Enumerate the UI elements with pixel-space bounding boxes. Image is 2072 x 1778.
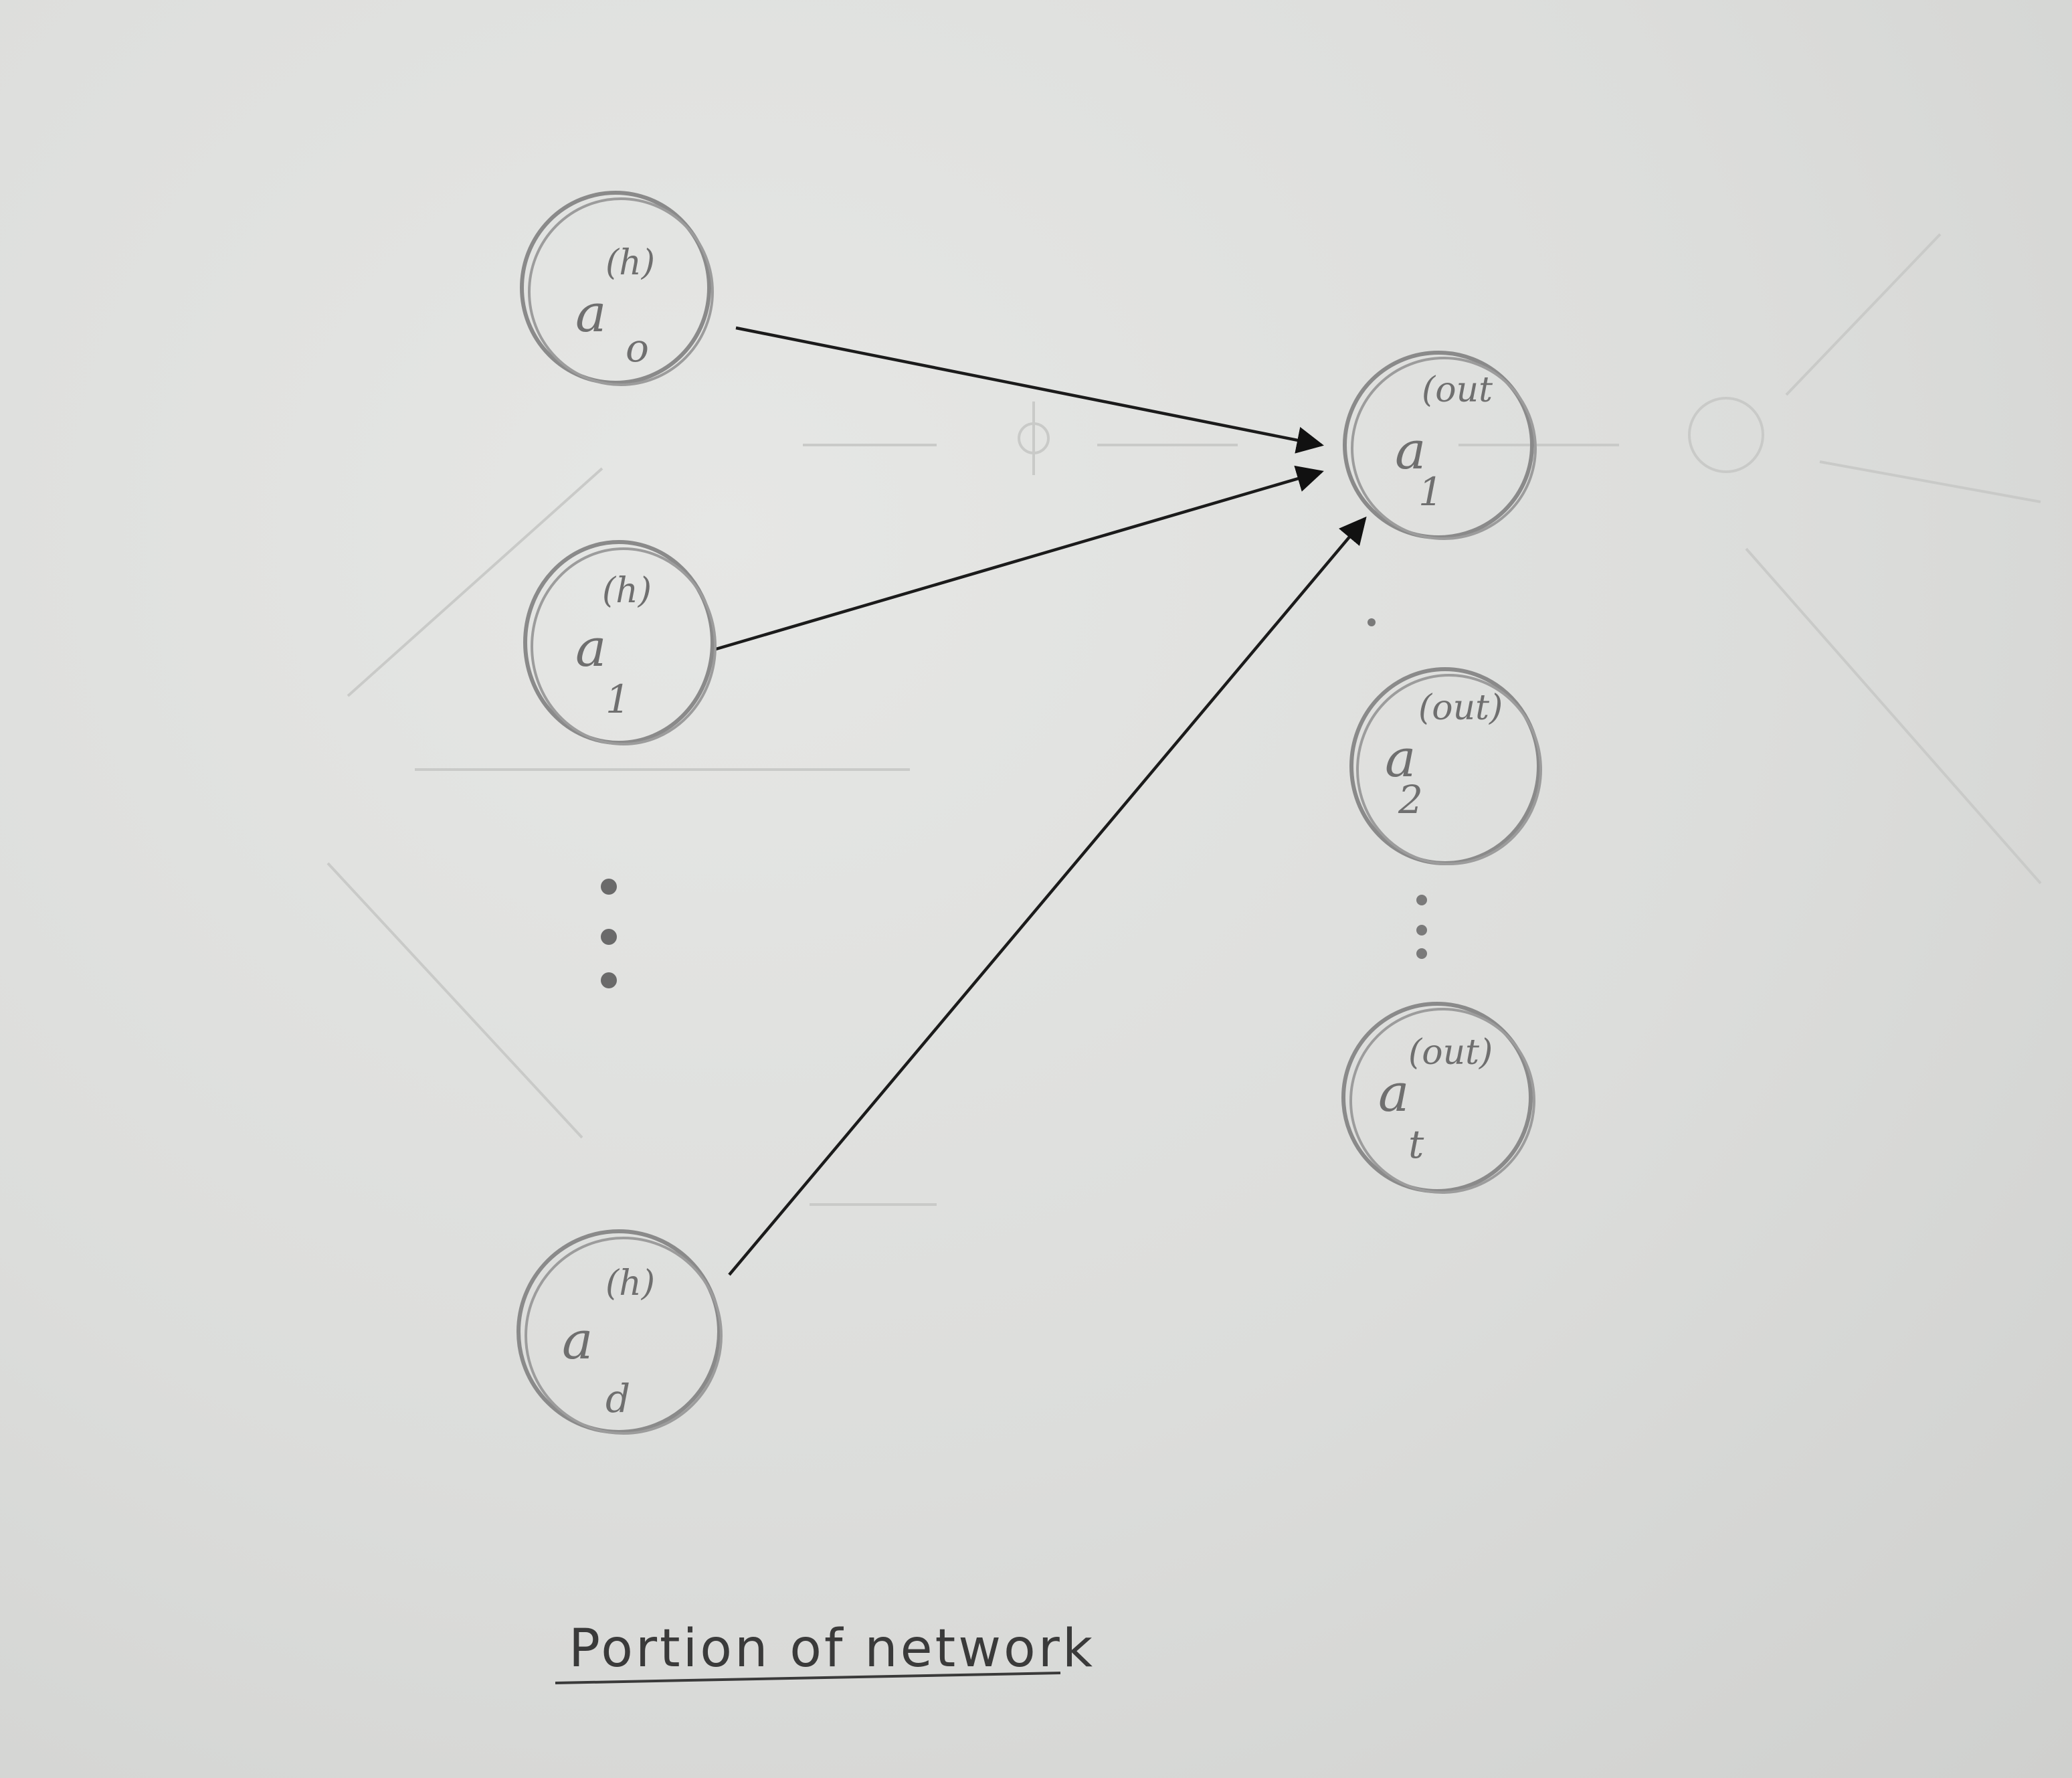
hidden-node-0-base: a (575, 284, 607, 344)
hidden-node-0-sub: o (626, 325, 649, 371)
edge-h0-out1 (735, 326, 1324, 454)
ellipsis-dot (601, 929, 617, 945)
output-node-1: a (out 1 (1343, 351, 1537, 540)
hidden-node-1: a (h) 1 (523, 540, 717, 745)
hidden-node-d: a (h) d (516, 1229, 723, 1435)
output-node-2: a (out) 2 (1349, 667, 1542, 865)
bleed-through-marks (326, 233, 2042, 1206)
output-ellipsis (1416, 895, 1427, 959)
output-node-2-base: a (1385, 729, 1416, 789)
output-node-t-sub: t (1408, 1122, 1424, 1167)
hidden-node-d-sub: d (605, 1376, 630, 1421)
ellipsis-dot (1416, 925, 1427, 936)
output-node-1-base: a (1395, 421, 1426, 481)
output-node-1-sub: 1 (1418, 469, 1443, 515)
hidden-node-0-sup: (h) (605, 243, 655, 283)
caption: Portion of network (569, 1619, 1095, 1679)
hidden-ellipsis (601, 879, 617, 988)
caption-group: Portion of network (555, 1619, 1095, 1684)
output-node-t-base: a (1378, 1063, 1410, 1124)
output-node-1-sup: (out (1422, 370, 1493, 410)
output-node-t-sup: (out) (1408, 1033, 1493, 1073)
stray-dot (1368, 618, 1376, 626)
ellipsis-dot (601, 972, 617, 988)
ellipsis-dot (1416, 895, 1427, 905)
edge-h1-out1 (715, 465, 1324, 651)
hidden-node-d-sup: (h) (605, 1263, 655, 1304)
connections (715, 326, 1367, 1276)
output-node-2-sup: (out) (1418, 688, 1503, 728)
hidden-node-1-sub: 1 (605, 677, 630, 722)
hidden-node-1-base: a (575, 618, 607, 679)
caption-underline (555, 1672, 1061, 1684)
hidden-node-1-sup: (h) (602, 571, 652, 611)
hidden-node-d-base: a (562, 1311, 593, 1371)
ellipsis-dot (601, 879, 617, 895)
hidden-node-0: a (h) o (520, 191, 714, 386)
output-node-2-sub: 2 (1398, 777, 1423, 822)
output-node-t: a (out) t (1341, 1002, 1535, 1194)
ellipsis-dot (1416, 948, 1427, 959)
edge-hd-out1 (728, 516, 1367, 1276)
